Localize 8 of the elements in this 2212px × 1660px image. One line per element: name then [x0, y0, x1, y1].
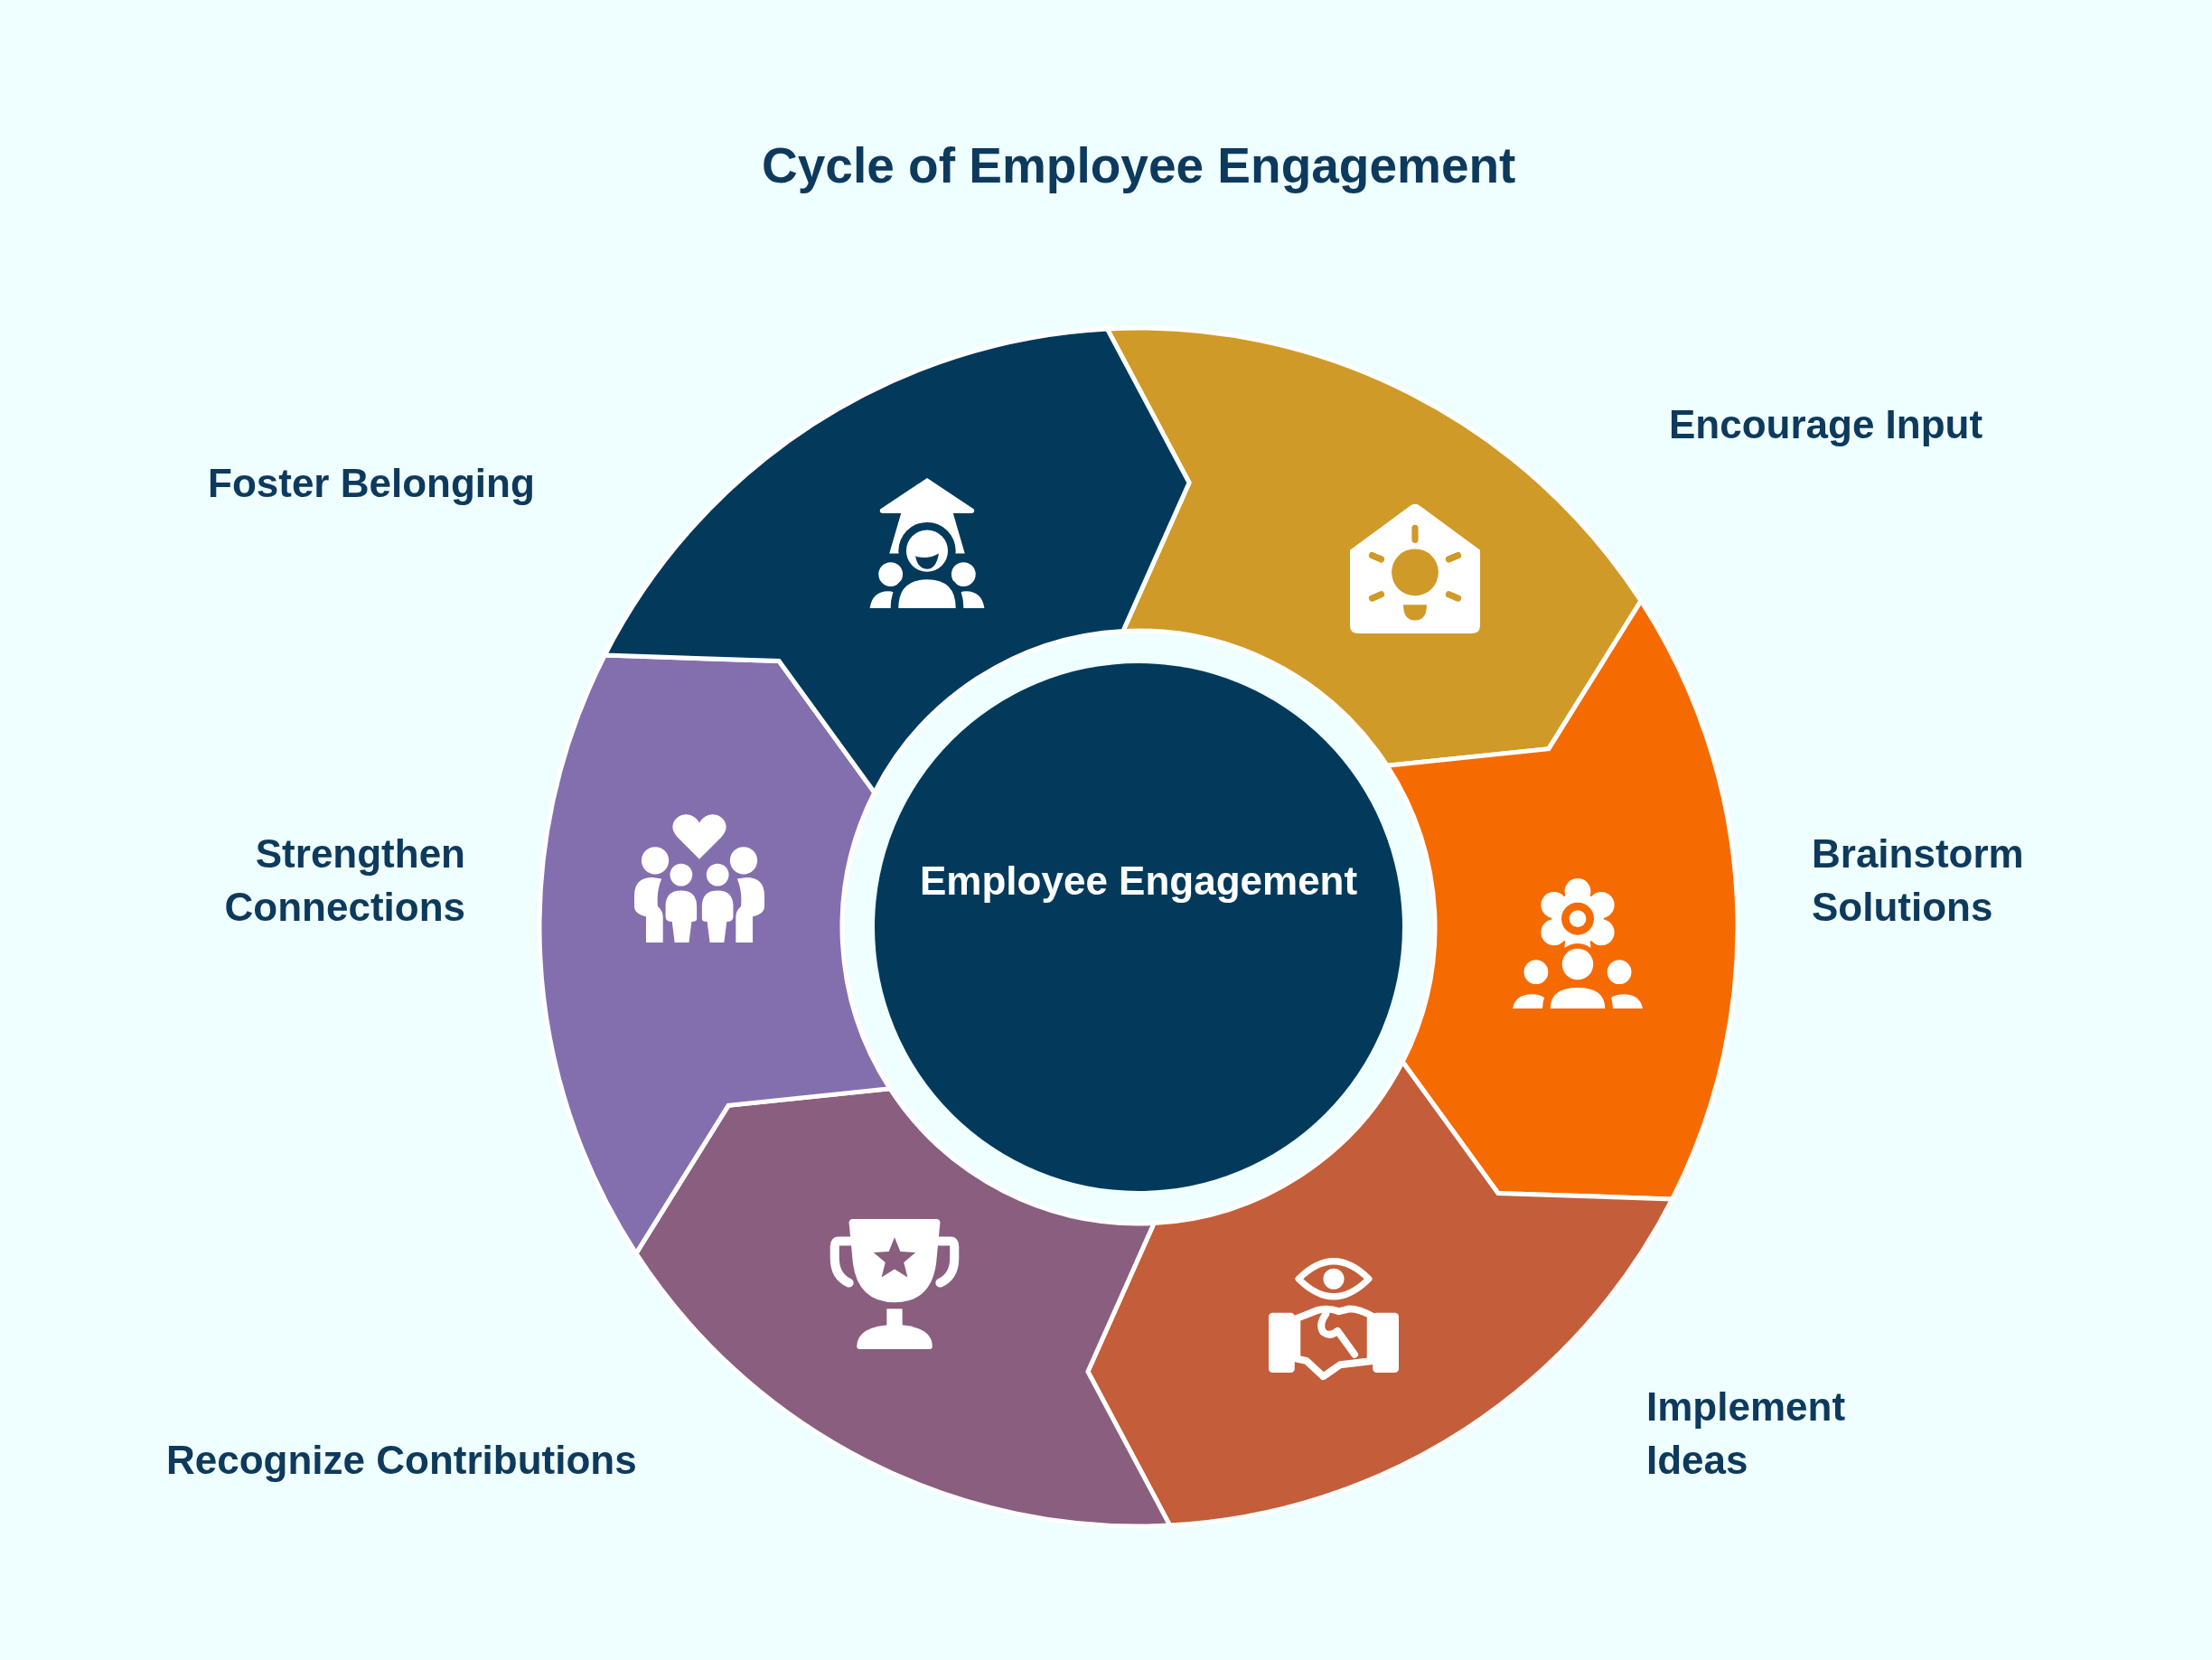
step-label: Encourage Input: [1669, 401, 1983, 448]
step-label: Brainstorm Solutions: [1812, 830, 2025, 931]
step-label: Strengthen Connections: [223, 830, 465, 931]
step-label: Recognize Contributions: [166, 1437, 637, 1484]
step-label: Foster Belonging: [208, 460, 535, 507]
step-label: Implement Ideas: [1646, 1383, 1847, 1484]
diagram-title: Cycle of Employee Engagement: [762, 136, 1516, 195]
center-label: Employee Engagement: [920, 857, 1358, 905]
